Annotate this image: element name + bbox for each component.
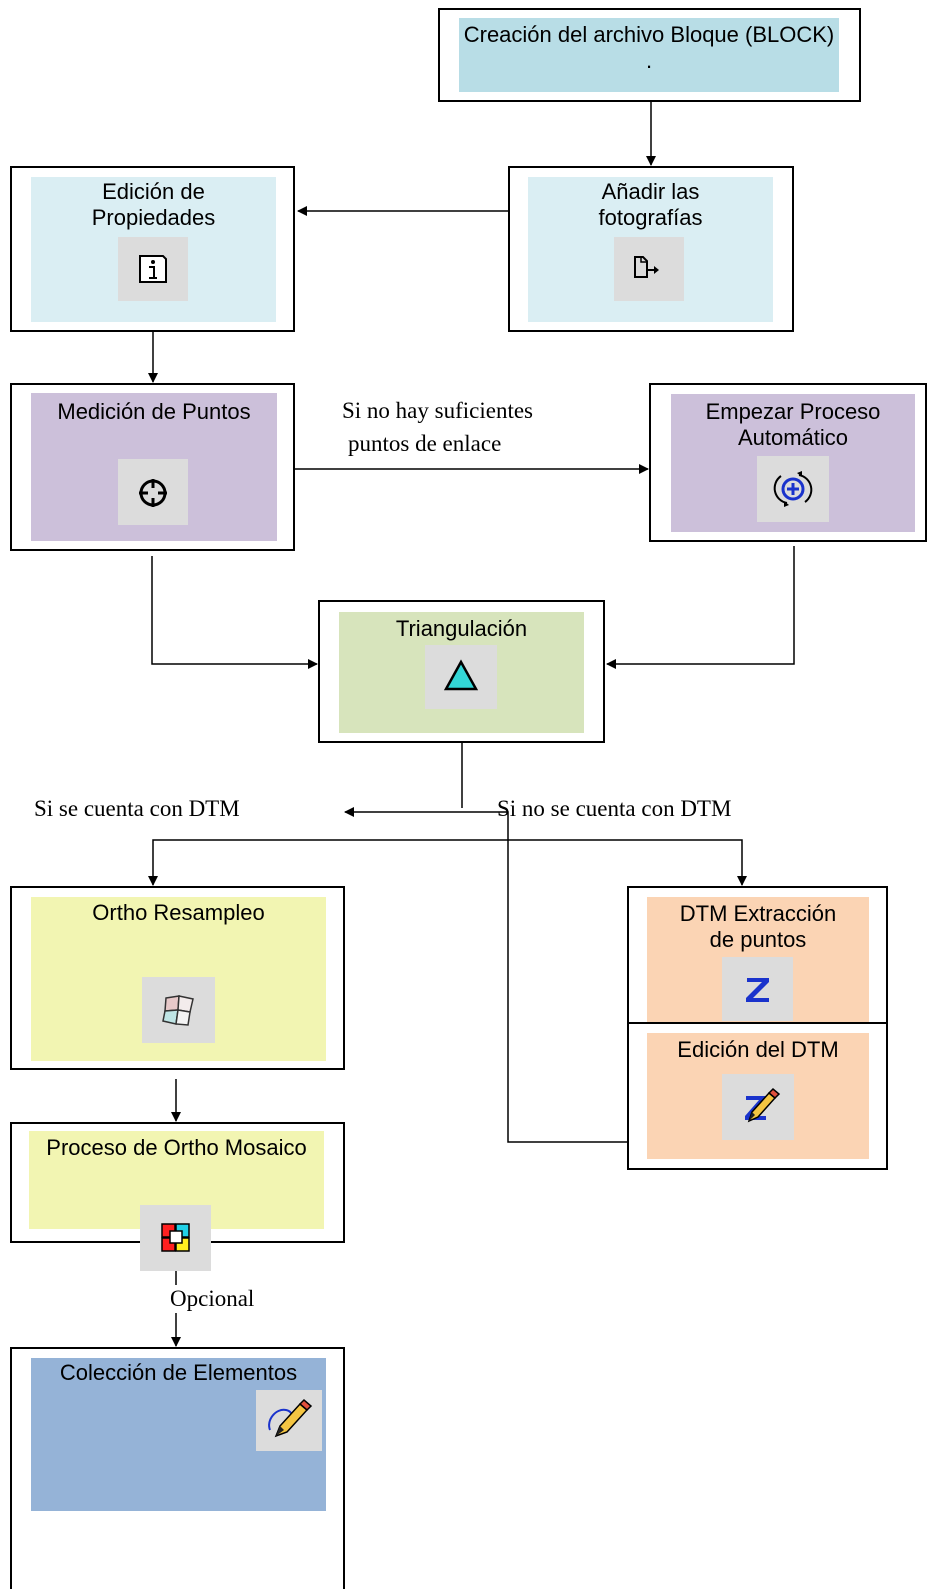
node-measure-points: Medición de Puntos xyxy=(10,383,295,551)
node-ortho-mosaic-label-text: Proceso de Ortho Mosaico xyxy=(46,1135,307,1160)
node-measure-points-fill: Medición de Puntos xyxy=(31,393,277,541)
node-triangulation-fill: Triangulación xyxy=(339,612,584,733)
triangle-icon[interactable] xyxy=(425,645,497,709)
auto-process-icon[interactable] xyxy=(757,456,829,522)
arrow-auto-to-triangulation xyxy=(606,546,795,669)
resample-icon[interactable] xyxy=(142,977,215,1043)
node-measure-points-label: Medición de Puntos xyxy=(57,399,251,424)
arrow-split-to-ortho xyxy=(148,839,462,886)
node-ortho-resample-label: Ortho Resampleo xyxy=(92,900,265,925)
node-auto-process-fill: Empezar Proceso Automático xyxy=(671,394,915,532)
node-add-photos-label: Añadir las fotografías xyxy=(598,179,703,230)
node-triangulation-label: Triangulación xyxy=(395,616,528,641)
node-create-block-label: Creación del archivo Bloque (BLOCK) . xyxy=(463,22,835,73)
node-add-photos-fill: Añadir las fotografías xyxy=(528,177,773,322)
edge-label-without-dtm: Si no se cuenta con DTM xyxy=(497,796,732,821)
node-ortho-resample-fill: Ortho Resampleo xyxy=(31,897,326,1061)
z-icon[interactable] xyxy=(722,957,793,1021)
mosaic-icon[interactable] xyxy=(140,1205,211,1271)
node-create-block: Creación del archivo Bloque (BLOCK) . xyxy=(438,8,861,102)
node-edit-properties-fill: Edición de Propiedades xyxy=(31,177,276,322)
arrow-dtm-edit-to-ortho xyxy=(344,807,627,1143)
info-icon[interactable] xyxy=(118,237,188,301)
node-dtm-extraction-label: DTM Extracción de puntos xyxy=(679,901,837,952)
node-feature-collection-panel: Colección de Elementos xyxy=(31,1358,326,1511)
edge-label-not-enough-points: Si no hay suficientes xyxy=(342,398,533,423)
node-dtm-edit-fill: Edición del DTM xyxy=(647,1033,869,1159)
node-feature-collection-label: Colección de Elementos xyxy=(59,1360,298,1385)
add-file-icon[interactable] xyxy=(614,237,684,301)
node-auto-process-label: Empezar Proceso Automático xyxy=(705,399,881,450)
edge-label-with-dtm: Si se cuenta con DTM xyxy=(34,796,240,821)
crosshair-icon[interactable] xyxy=(118,459,188,525)
node-edit-properties-label: Edición de Propiedades xyxy=(91,179,216,230)
pencil-z-icon[interactable] xyxy=(722,1074,794,1140)
node-dtm-edit: Edición del DTM xyxy=(627,1022,888,1170)
node-create-block-fill: Creación del archivo Bloque (BLOCK) . xyxy=(459,18,839,92)
node-dtm-edit-label: Edición del DTM xyxy=(677,1037,839,1062)
feature-pencil-icon[interactable] xyxy=(256,1390,322,1451)
node-auto-process: Empezar Proceso Automático xyxy=(649,383,927,542)
node-triangulation: Triangulación xyxy=(318,600,605,743)
node-ortho-resample: Ortho Resampleo xyxy=(10,886,345,1070)
arrow-measure-to-triangulation xyxy=(151,556,318,669)
node-feature-collection-frame: Colección de Elementos xyxy=(10,1347,345,1589)
edge-label-tie-points: puntos de enlace xyxy=(348,431,502,456)
node-edit-properties: Edición de Propiedades xyxy=(10,166,295,332)
node-ortho-mosaic-fill-extension: Proceso de Ortho Mosaico xyxy=(29,1131,324,1271)
node-dtm-extraction-fill: DTM Extracción de puntos xyxy=(647,897,869,1044)
arrow-split-to-dtm xyxy=(462,839,747,886)
node-add-photos: Añadir las fotografías xyxy=(508,166,794,332)
edge-label-optional: Opcional xyxy=(168,1285,255,1313)
